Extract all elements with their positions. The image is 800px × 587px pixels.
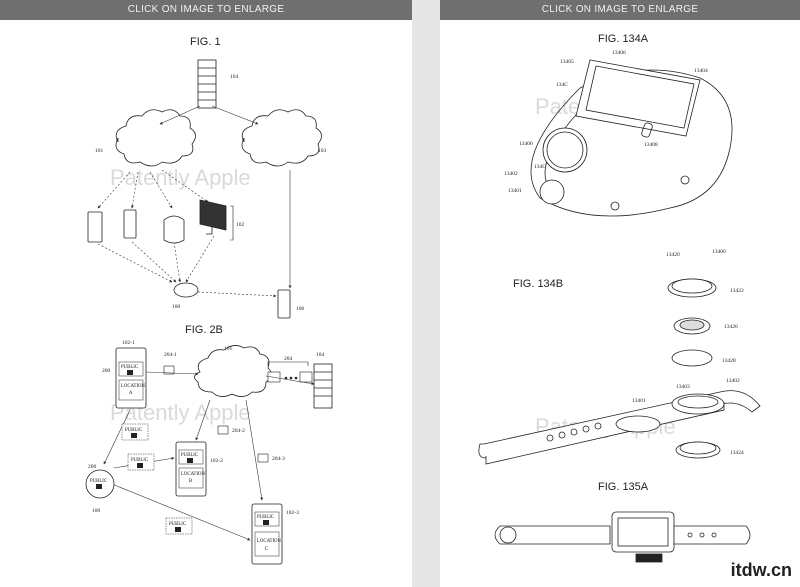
fig134b-band-drawing	[478, 390, 761, 465]
location-c-line1: LOCATION	[257, 539, 282, 544]
ref-204-2: 204-2	[232, 428, 245, 434]
ref-100-2b: 100	[92, 508, 101, 514]
location-a-line1: LOCATION	[121, 384, 146, 389]
ref-134c-2: 134C	[534, 164, 546, 170]
ref-102: 102	[236, 222, 245, 228]
left-patent-panel[interactable]: CLICK ON IMAGE TO ENLARGE Patently Apple…	[0, 0, 412, 587]
fig2b-title: FIG. 2B	[185, 324, 223, 336]
ref-13404: 13404	[694, 68, 708, 74]
fig1-phone-icon-1	[87, 211, 103, 243]
fig1-title: FIG. 1	[190, 36, 221, 48]
site-watermark: itdw.cn	[728, 560, 794, 581]
location-a-line2: A	[129, 391, 133, 396]
ref-101: 101	[95, 148, 104, 154]
fig2b-device-c: PUBLIC LOCATION C	[251, 503, 283, 565]
enlarge-banner-right[interactable]: CLICK ON IMAGE TO ENLARGE	[440, 0, 800, 20]
fig2b-device-b: PUBLIC LOCATION B	[175, 441, 207, 497]
left-diagram-canvas: Patently Apple Patently Apple FIG. 1 104…	[85, 36, 333, 565]
fig134a-watch-drawing	[530, 59, 733, 217]
ref-204: 204	[284, 356, 293, 362]
ref-13401-b: 13401	[632, 398, 646, 404]
ref-13424: 13424	[730, 450, 744, 456]
ref-13406: 13406	[612, 50, 626, 56]
ref-102-1: 102-1	[122, 340, 135, 346]
fig2b-device-a: PUBLIC LOCATION A	[115, 347, 147, 409]
ref-103: 103	[318, 148, 327, 154]
msg-icon-2	[217, 425, 229, 435]
ref-204-3: 204-3	[272, 456, 285, 462]
ref-13408: 13408	[644, 142, 658, 148]
svg-text:PUBLIC: PUBLIC	[181, 453, 198, 458]
fig135a-title: FIG. 135A	[598, 481, 649, 493]
ref-200-b: 200	[88, 464, 97, 470]
fig134b-title: FIG. 134B	[513, 278, 563, 290]
svg-text:PUBLIC: PUBLIC	[90, 479, 107, 484]
msg-icon-1	[163, 365, 175, 375]
watermark-left-1: Patently Apple	[110, 165, 251, 190]
ref-13428: 13428	[722, 358, 736, 364]
fig134b-layer-stack	[667, 278, 717, 367]
ref-13402-b: 13402	[726, 378, 740, 384]
ref-13426: 13426	[724, 324, 738, 330]
ref-13400: 13400	[519, 141, 533, 147]
fig2b-public-tag-1: PUBLIC	[121, 423, 149, 441]
ref-204-1: 204-1	[164, 352, 177, 358]
fig1-monitor-icon	[199, 199, 227, 235]
fig1-speaker-icon	[163, 215, 185, 244]
ref-102-3: 102-3	[286, 510, 299, 516]
ref-100: 100	[172, 304, 181, 310]
fig2b-message-queue	[267, 361, 313, 383]
ref-101-2b: 101	[224, 346, 233, 352]
ref-13403: 13403	[676, 384, 690, 390]
ref-104: 104	[230, 74, 239, 80]
fig2b-hub-device: PUBLIC	[85, 469, 115, 499]
right-patent-panel[interactable]: CLICK ON IMAGE TO ENLARGE Patently Apple…	[440, 0, 800, 587]
fig2b-server-icon	[313, 363, 333, 409]
fig1-hub-icon	[173, 282, 199, 298]
right-diagram-canvas: Patently Apple Patently Apple FIG. 134A …	[478, 33, 761, 563]
ref-102-2: 102-2	[210, 458, 223, 464]
fig134a-title: FIG. 134A	[598, 33, 649, 45]
fig1-server-icon	[197, 59, 217, 109]
location-b-line2: B	[189, 479, 192, 484]
fig1-remote-phone-icon	[277, 289, 291, 319]
fig2b-cloud-icon	[194, 345, 272, 397]
ref-13402: 13402	[504, 171, 518, 177]
ref-106: 106	[296, 306, 305, 312]
ref-200-a: 200	[102, 368, 111, 374]
ref-13405: 13405	[560, 59, 574, 65]
fig1-phone-icon-2	[123, 209, 137, 239]
location-c-line2: C	[265, 547, 268, 552]
msg-icon-3	[257, 453, 269, 463]
lock-icon-a	[127, 370, 133, 375]
svg-text:PUBLIC: PUBLIC	[257, 515, 274, 520]
svg-text:PUBLIC: PUBLIC	[169, 522, 186, 527]
fig1-cloud-left-icon	[115, 109, 196, 167]
fig1-connections	[97, 105, 292, 298]
ref-13400-b: 13400	[712, 249, 726, 255]
fig135a-watch-side-drawing	[494, 511, 751, 563]
svg-text:PUBLIC: PUBLIC	[131, 458, 148, 463]
ref-13420: 13420	[666, 252, 680, 258]
fig1-cloud-right-icon	[241, 109, 322, 167]
fig1-devices-bracket	[230, 205, 234, 241]
ref-13422: 13422	[730, 288, 744, 294]
ref-104-2b: 104	[316, 352, 325, 358]
fig2b-public-tag-3: PUBLIC	[165, 517, 193, 535]
ref-134c-1: 134C	[556, 82, 568, 88]
svg-text:PUBLIC: PUBLIC	[125, 428, 142, 433]
enlarge-banner-left[interactable]: CLICK ON IMAGE TO ENLARGE	[0, 0, 412, 20]
location-b-line1: LOCATION	[181, 472, 206, 477]
ref-13401: 13401	[508, 188, 522, 194]
fig2b-public-tag-2: PUBLIC	[127, 453, 155, 471]
public-label-a: PUBLIC	[121, 365, 138, 370]
